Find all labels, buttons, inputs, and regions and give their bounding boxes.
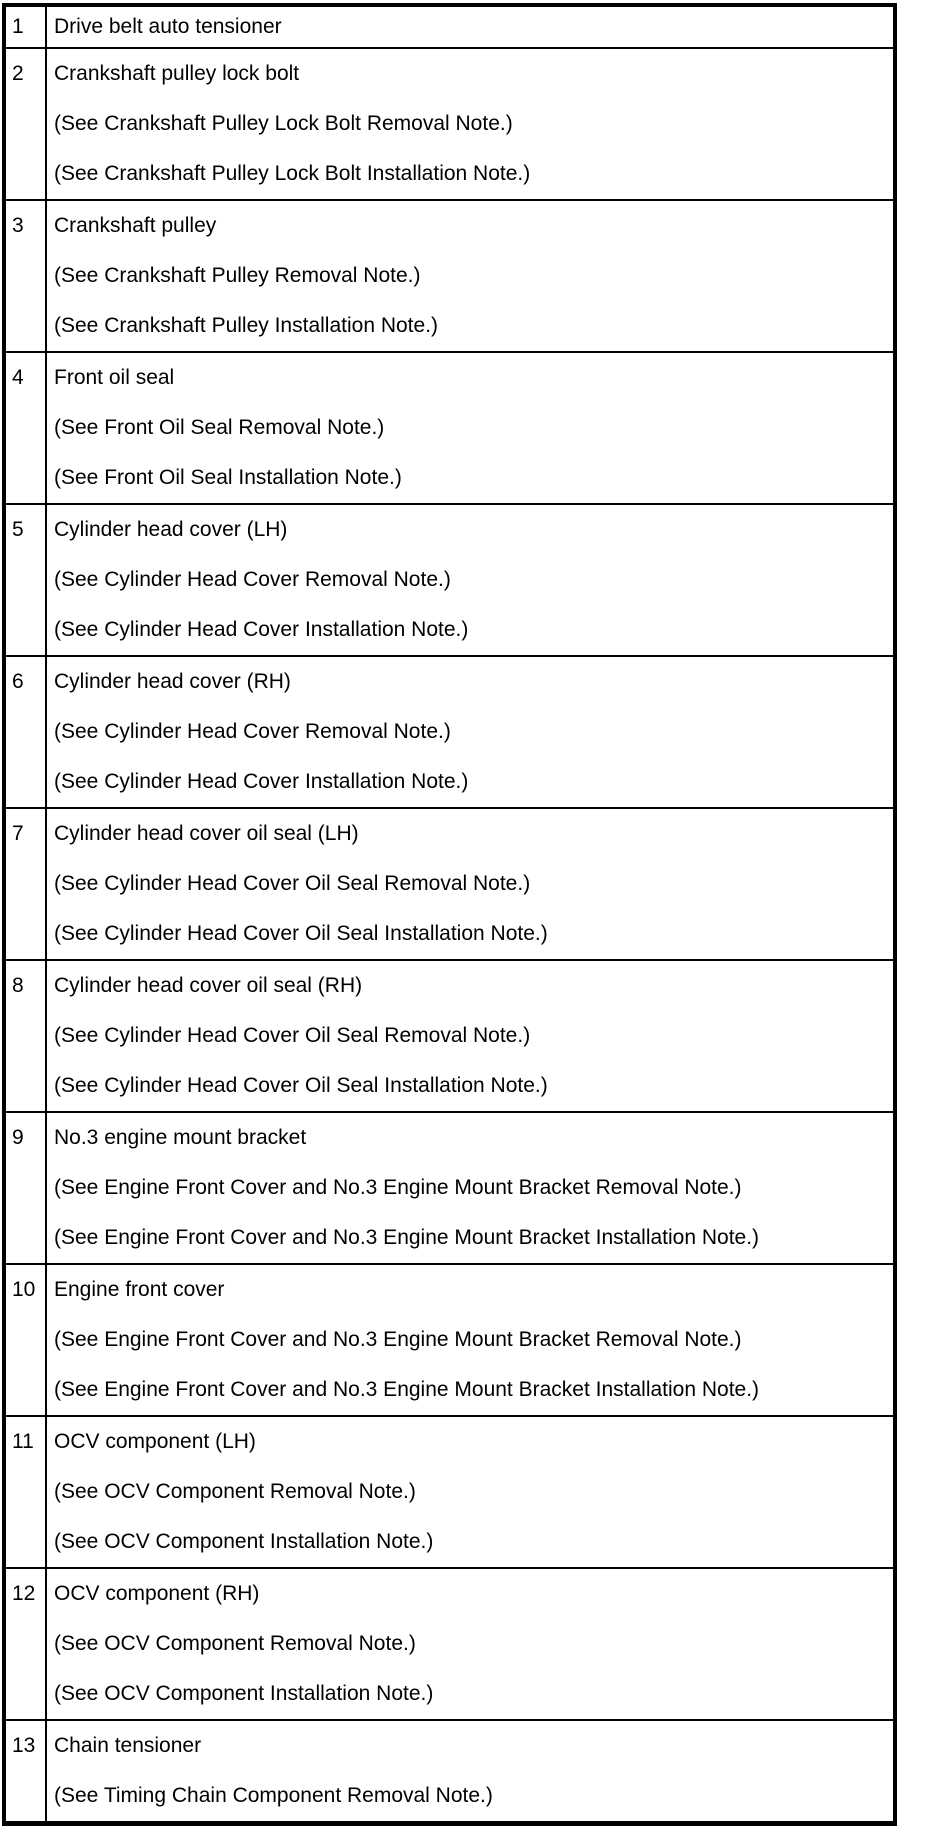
table-row: 2 Crankshaft pulley lock bolt (See Cranksh…	[3, 47, 896, 201]
part-note: (See Front Oil Seal Installation Note.)	[54, 466, 402, 489]
row-description-cell: Crankshaft pulley (See Crankshaft Pulley …	[45, 199, 896, 353]
row-number: 1	[12, 15, 24, 38]
row-description-cell: Front oil seal (See Front Oil Seal Remova…	[45, 351, 896, 505]
row-number-cell: 5	[3, 503, 47, 657]
row-number-cell: 8	[3, 959, 47, 1113]
row-number-cell: 6	[3, 655, 47, 809]
row-description-cell: Cylinder head cover (LH) (See Cylinder He…	[45, 503, 896, 657]
row-number-cell: 7	[3, 807, 47, 961]
part-name: Chain tensioner	[54, 1734, 202, 1757]
row-number: 2	[12, 62, 24, 85]
part-note: (See Cylinder Head Cover Removal Note.)	[54, 568, 451, 591]
table-row: 1 Drive belt auto tensioner	[3, 4, 896, 49]
part-note: (See Crankshaft Pulley Removal Note.)	[54, 264, 421, 287]
part-note: (See Cylinder Head Cover Oil Seal Instal…	[54, 922, 548, 945]
part-note: (See Cylinder Head Cover Oil Seal Remova…	[54, 1024, 531, 1047]
row-number: 6	[12, 670, 24, 693]
part-note: (See Cylinder Head Cover Installation No…	[54, 618, 469, 641]
row-number: 9	[12, 1126, 24, 1149]
part-name: OCV component (RH)	[54, 1582, 260, 1605]
row-number-cell: 13	[3, 1719, 47, 1825]
part-name: Cylinder head cover (LH)	[54, 518, 288, 541]
part-note: (See Crankshaft Pulley Lock Bolt Removal…	[54, 112, 513, 135]
row-number-cell: 1	[3, 4, 47, 49]
row-description-cell: Cylinder head cover oil seal (RH) (See Cy…	[45, 959, 896, 1113]
part-note: (See Engine Front Cover and No.3 Engine …	[54, 1378, 760, 1401]
row-number: 5	[12, 518, 24, 541]
row-description-cell: Cylinder head cover oil seal (LH) (See Cy…	[45, 807, 896, 961]
table-row: 10 Engine front cover (See Engine Front Co…	[3, 1263, 896, 1417]
table-row: 3 Crankshaft pulley (See Crankshaft Pulley…	[3, 199, 896, 353]
table-row: 8 Cylinder head cover oil seal (RH) (See C…	[3, 959, 896, 1113]
part-note: (See OCV Component Installation Note.)	[54, 1682, 434, 1705]
row-number: 13	[12, 1734, 36, 1757]
row-number: 7	[12, 822, 24, 845]
part-note: (See Timing Chain Component Removal Note…	[54, 1784, 493, 1807]
part-note: (See Cylinder Head Cover Oil Seal Remova…	[54, 872, 531, 895]
part-name: No.3 engine mount bracket	[54, 1126, 307, 1149]
part-note: (See OCV Component Installation Note.)	[54, 1530, 434, 1553]
row-number-cell: 9	[3, 1111, 47, 1265]
part-note: (See Crankshaft Pulley Lock Bolt Install…	[54, 162, 531, 185]
row-description-cell: No.3 engine mount bracket (See Engine Fro…	[45, 1111, 896, 1265]
part-name: Crankshaft pulley lock bolt	[54, 62, 300, 85]
row-description-cell: Crankshaft pulley lock bolt (See Cranksha…	[45, 47, 896, 201]
part-name: OCV component (LH)	[54, 1430, 256, 1453]
row-description-cell: OCV component (RH) (See OCV Component Rem…	[45, 1567, 896, 1721]
part-name: Cylinder head cover (RH)	[54, 670, 291, 693]
part-name: Front oil seal	[54, 366, 175, 389]
part-note: (See Front Oil Seal Removal Note.)	[54, 416, 385, 439]
row-number: 4	[12, 366, 24, 389]
part-note: (See Engine Front Cover and No.3 Engine …	[54, 1176, 742, 1199]
part-name: Engine front cover	[54, 1278, 225, 1301]
table-row: 13 Chain tensioner (See Timing Chain Compo…	[3, 1719, 896, 1825]
row-number-cell: 3	[3, 199, 47, 353]
row-description-cell: Chain tensioner (See Timing Chain Compone…	[45, 1719, 896, 1825]
row-description-cell: Engine front cover (See Engine Front Cove…	[45, 1263, 896, 1417]
row-description-cell: Cylinder head cover (RH) (See Cylinder He…	[45, 655, 896, 809]
row-number-cell: 11	[3, 1415, 47, 1569]
row-number-cell: 10	[3, 1263, 47, 1417]
part-note: (See Cylinder Head Cover Installation No…	[54, 770, 469, 793]
row-number-cell: 2	[3, 47, 47, 201]
table-row: 4 Front oil seal (See Front Oil Seal Remov…	[3, 351, 896, 505]
table-row: 6 Cylinder head cover (RH) (See Cylinder H…	[3, 655, 896, 809]
row-number: 10	[12, 1278, 36, 1301]
table-row: 9 No.3 engine mount bracket (See Engine Fr…	[3, 1111, 896, 1265]
row-number: 8	[12, 974, 24, 997]
part-name: Crankshaft pulley	[54, 214, 217, 237]
part-note: (See Engine Front Cover and No.3 Engine …	[54, 1328, 742, 1351]
row-number-cell: 12	[3, 1567, 47, 1721]
part-name: Drive belt auto tensioner	[54, 15, 282, 38]
row-number-cell: 4	[3, 351, 47, 505]
row-description-cell: Drive belt auto tensioner	[45, 4, 896, 49]
row-number: 3	[12, 214, 24, 237]
part-note: (See OCV Component Removal Note.)	[54, 1632, 416, 1655]
table-row: 11 OCV component (LH) (See OCV Component R…	[3, 1415, 896, 1569]
part-note: (See Cylinder Head Cover Removal Note.)	[54, 720, 451, 743]
row-number: 12	[12, 1582, 36, 1605]
part-note: (See Crankshaft Pulley Installation Note…	[54, 314, 439, 337]
table-row: 7 Cylinder head cover oil seal (LH) (See C…	[3, 807, 896, 961]
part-note: (See Cylinder Head Cover Oil Seal Instal…	[54, 1074, 548, 1097]
row-description-cell: OCV component (LH) (See OCV Component Rem…	[45, 1415, 896, 1569]
part-note: (See OCV Component Removal Note.)	[54, 1480, 416, 1503]
part-note: (See Engine Front Cover and No.3 Engine …	[54, 1226, 760, 1249]
table-row: 12 OCV component (RH) (See OCV Component R…	[3, 1567, 896, 1721]
part-name: Cylinder head cover oil seal (LH)	[54, 822, 359, 845]
table-row: 5 Cylinder head cover (LH) (See Cylinder H…	[3, 503, 896, 657]
row-number: 11	[12, 1430, 34, 1453]
part-name: Cylinder head cover oil seal (RH)	[54, 974, 363, 997]
